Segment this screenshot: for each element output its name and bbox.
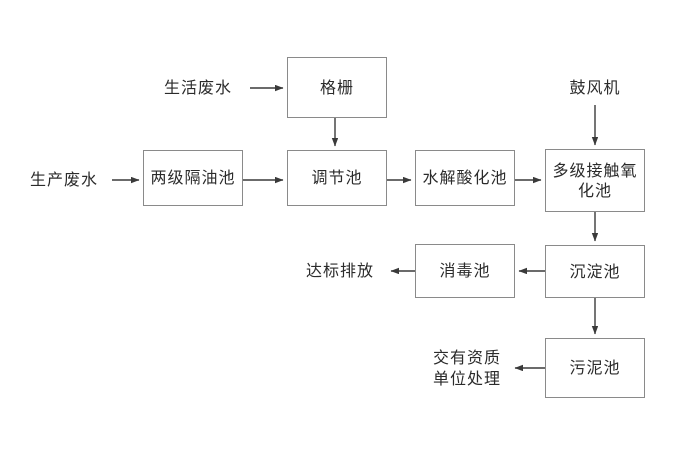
process-node-sludge[interactable]: 污泥池 bbox=[545, 338, 645, 398]
text-label-blower: 鼓风机 bbox=[569, 77, 621, 97]
text-label-production-wastewater: 生产废水 bbox=[29, 169, 98, 189]
process-node-hydrolysis[interactable]: 水解酸化池 bbox=[415, 150, 515, 206]
text-label-qualified-unit: 交有资质 单位处理 bbox=[432, 348, 501, 388]
process-node-disinfect[interactable]: 消毒池 bbox=[415, 244, 515, 298]
process-node-oil[interactable]: 两级隔油池 bbox=[143, 150, 243, 206]
process-node-grille[interactable]: 格栅 bbox=[287, 57, 387, 118]
text-label-compliant-discharge: 达标排放 bbox=[305, 260, 374, 280]
process-node-regulating[interactable]: 调节池 bbox=[287, 150, 387, 206]
process-node-sediment[interactable]: 沉淀池 bbox=[545, 245, 645, 298]
text-label-domestic-wastewater: 生活废水 bbox=[163, 77, 232, 97]
process-node-oxidation[interactable]: 多级接触氧 化池 bbox=[545, 149, 645, 212]
